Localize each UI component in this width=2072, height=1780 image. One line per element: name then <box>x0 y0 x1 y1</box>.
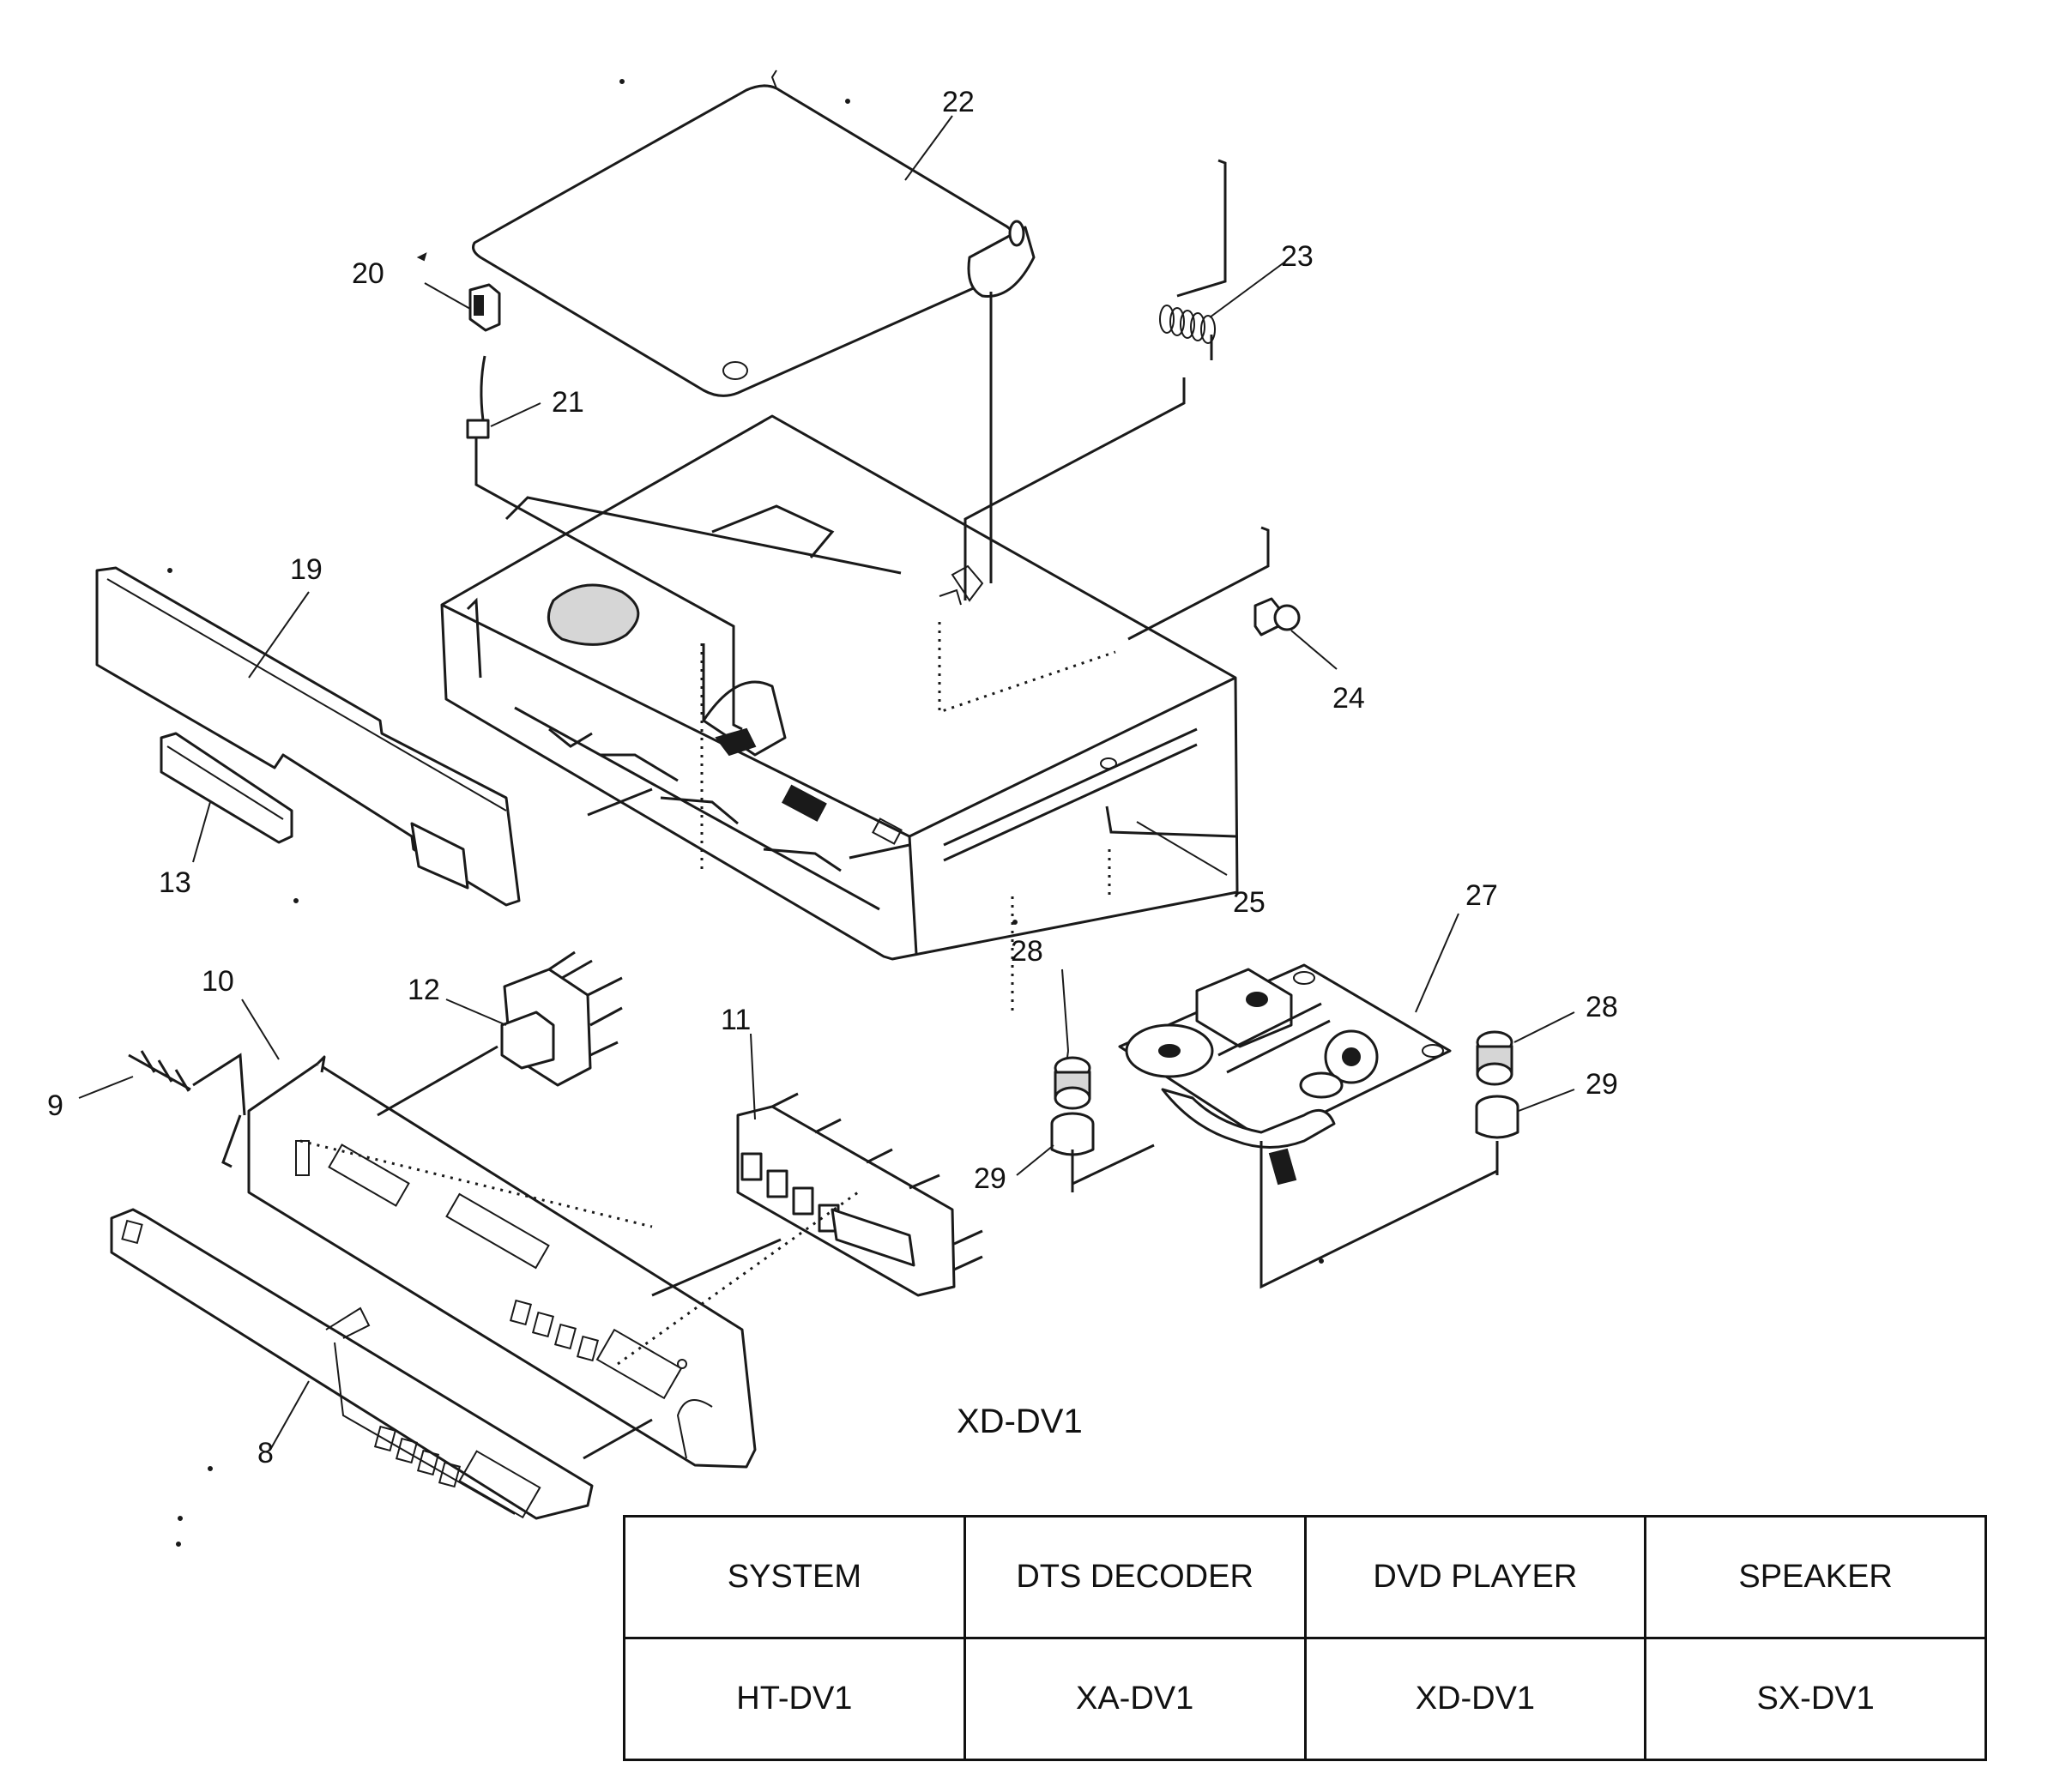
dvd-mechanism-part-27 <box>1118 963 1452 1186</box>
callout-10: 10 <box>202 965 234 998</box>
leader-lines <box>78 115 1575 1451</box>
callout-9: 9 <box>47 1089 63 1122</box>
callout-21: 21 <box>552 386 584 419</box>
knob-part-24 <box>1253 597 1301 637</box>
circuit-board-part-19 <box>95 566 521 907</box>
header-dvd-player: DVD PLAYER <box>1303 1515 1647 1639</box>
value-speaker: SX-DV1 <box>1644 1637 1987 1761</box>
callout-29-right: 29 <box>1586 1068 1618 1101</box>
push-switch-part-12 <box>500 950 623 1087</box>
model-label: XD-DV1 <box>957 1403 1083 1440</box>
damper-left-part-28 <box>1054 1050 1091 1110</box>
damper-right-part-28 <box>1476 1030 1513 1086</box>
callout-labels: 22 20 21 23 24 25 19 13 10 9 12 11 8 27 … <box>47 86 1618 1469</box>
callout-13: 13 <box>159 866 191 899</box>
header-dts-decoder: DTS DECODER <box>963 1515 1307 1639</box>
assembly-lines <box>192 292 1499 1460</box>
header-speaker: SPEAKER <box>1644 1515 1987 1639</box>
callout-12: 12 <box>408 974 440 1006</box>
foot-right-part-29 <box>1475 1095 1519 1139</box>
callout-25: 25 <box>1233 886 1266 919</box>
header-system: SYSTEM <box>623 1515 966 1639</box>
front-bezel-part-8 <box>110 1208 594 1520</box>
wire-connector-part-21 <box>466 355 490 439</box>
rod-part-9 <box>128 1050 191 1092</box>
callout-22: 22 <box>942 86 975 118</box>
scan-specks <box>167 79 1324 1547</box>
model-table-header-row: SYSTEM DTS DECODER DVD PLAYER SPEAKER <box>623 1515 1987 1639</box>
foot-left-part-29 <box>1050 1112 1095 1156</box>
button-assembly-part-11 <box>736 1092 983 1297</box>
value-system: HT-DV1 <box>623 1637 966 1761</box>
value-dvd-player: XD-DV1 <box>1303 1637 1647 1761</box>
spring-coils <box>1159 305 1216 344</box>
callout-20: 20 <box>352 257 384 290</box>
callout-19: 19 <box>290 553 323 586</box>
callout-11: 11 <box>721 1004 751 1036</box>
clip-part-20 <box>468 283 501 332</box>
button-caps <box>740 1152 840 1233</box>
model-table: SYSTEM DTS DECODER DVD PLAYER SPEAKER HT… <box>623 1515 1987 1761</box>
callout-28-right: 28 <box>1586 991 1618 1023</box>
callout-24: 24 <box>1332 682 1365 715</box>
callout-27: 27 <box>1465 879 1498 912</box>
frame-button-holes <box>509 1299 600 1362</box>
callout-28-left: 28 <box>1011 935 1043 968</box>
value-dts-decoder: XA-DV1 <box>963 1637 1307 1761</box>
callout-8: 8 <box>257 1437 274 1469</box>
callout-23: 23 <box>1281 240 1314 273</box>
top-cover-part-22 <box>472 69 1036 397</box>
spring-part-23 <box>1159 159 1227 360</box>
model-table-value-row: HT-DV1 XA-DV1 XD-DV1 SX-DV1 <box>623 1637 1987 1761</box>
front-panel-frame-part-10 <box>247 1055 757 1469</box>
main-chassis-part-25 <box>440 414 1239 961</box>
display-window-part-13 <box>160 732 293 844</box>
callout-29-left: 29 <box>974 1162 1006 1195</box>
bezel-button-holes <box>373 1425 462 1488</box>
